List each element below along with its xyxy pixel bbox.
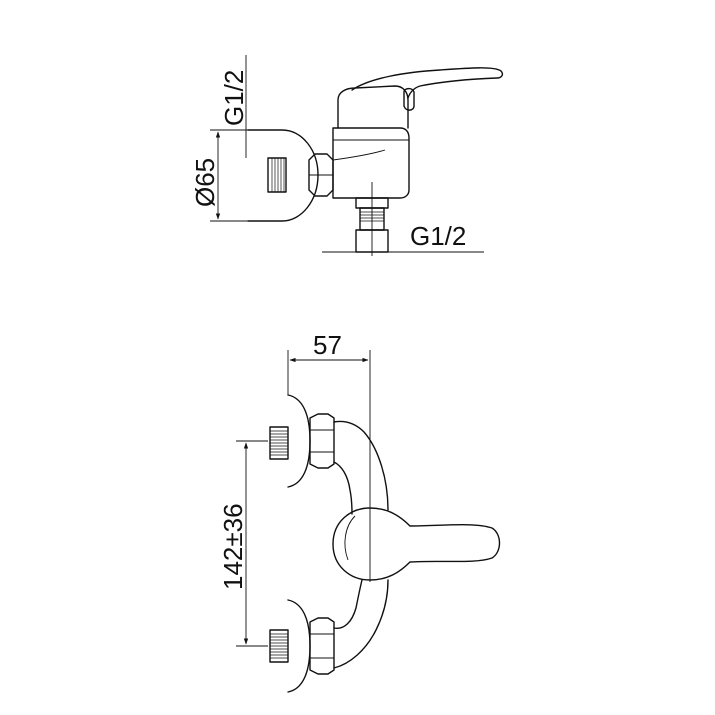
dim-bottom-center-distance: 142±36 [218,440,268,647]
top-inlet-thread-label: G1/2 [219,70,249,126]
front-lower-connection [269,599,335,693]
top-diameter-label: Ø65 [190,158,220,207]
side-lever [351,67,504,99]
side-cartridge-cap [337,85,409,129]
side-thread-stub [267,157,287,193]
front-mixer-body [333,420,389,511]
dim-bottom-width: 57 [287,330,371,520]
front-upper-connection [269,394,335,488]
side-view: G1/2 Ø65 G1/2 [190,55,504,256]
top-outlet-thread-label: G1/2 [410,221,466,251]
front-view: 57 [218,330,501,693]
dim-top-diameter: Ø65 [190,129,248,222]
side-mixer-body [332,127,410,199]
bottom-center-distance-label: 142±36 [218,503,248,590]
side-rosette [247,129,319,222]
bottom-width-label: 57 [313,330,342,360]
front-lever [332,507,501,581]
dim-top-outlet-thread: G1/2 [322,221,484,253]
dim-top-inlet-thread: G1/2 [219,55,249,158]
